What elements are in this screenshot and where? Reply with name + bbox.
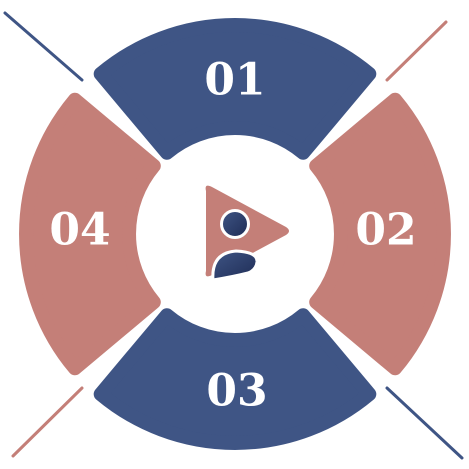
segment-label-03: 03	[206, 366, 267, 417]
segment-02	[309, 92, 451, 376]
diagonal-line-top-left	[3, 11, 84, 82]
segment-label-01: 01	[204, 55, 265, 106]
segment-03	[93, 308, 377, 450]
diagonal-line-bottom-right	[385, 386, 464, 460]
diagonal-line-top-right	[385, 20, 448, 82]
diagonal-line-bottom-left	[11, 386, 84, 458]
person-body-shape	[211, 249, 259, 282]
segment-label-04: 04	[49, 205, 110, 256]
person-head-shape	[220, 209, 250, 239]
segment-01	[93, 18, 377, 160]
person-play-icon	[205, 185, 289, 282]
segment-04	[19, 92, 161, 376]
segment-label-02: 02	[355, 205, 416, 256]
